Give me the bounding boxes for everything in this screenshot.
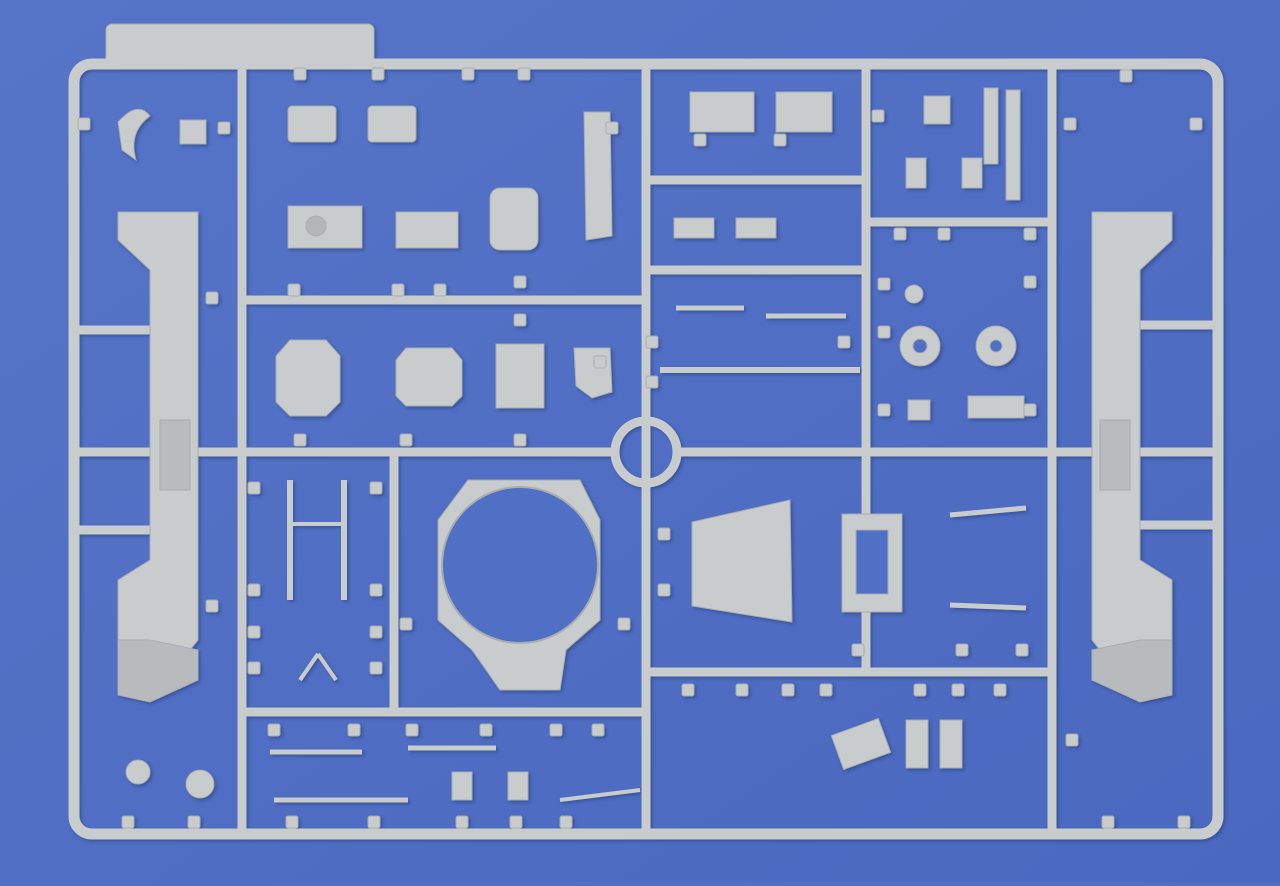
gate-40 — [369, 583, 383, 597]
gate-57 — [121, 815, 135, 829]
gate-54 — [913, 683, 927, 697]
hatch-frame — [841, 513, 903, 613]
gate-67 — [559, 815, 573, 829]
gate-63 — [549, 723, 563, 737]
gate-68 — [367, 815, 381, 829]
gate-66 — [509, 815, 523, 829]
gate-19 — [399, 433, 413, 447]
gate-27 — [877, 403, 891, 417]
gate-53 — [819, 683, 833, 697]
gate-48 — [955, 643, 969, 657]
right-long-part — [1091, 211, 1173, 703]
octagonal-hatch-left — [275, 339, 341, 417]
gate-15 — [433, 283, 447, 297]
vertical-plate — [583, 111, 613, 241]
gate-41 — [369, 625, 383, 639]
gate-65 — [455, 815, 469, 829]
gate-51 — [735, 683, 749, 697]
gate-71 — [1101, 815, 1115, 829]
gate-23 — [645, 375, 659, 389]
small-parts-cluster — [117, 87, 1027, 803]
octagonal-hatch-right — [395, 347, 463, 407]
gate-2 — [293, 67, 307, 81]
gate-55 — [951, 683, 965, 697]
gate-50 — [681, 683, 695, 697]
gate-42 — [369, 661, 383, 675]
gate-38 — [247, 661, 261, 675]
box-left — [689, 91, 755, 133]
gate-4 — [461, 67, 475, 81]
gate-3 — [371, 67, 385, 81]
gate-28 — [1023, 403, 1037, 417]
gate-64 — [591, 723, 605, 737]
gate-72 — [1177, 815, 1191, 829]
gate-17 — [513, 313, 527, 327]
gate-44 — [617, 617, 631, 631]
gate-33 — [205, 291, 219, 305]
gate-16 — [513, 275, 527, 289]
gate-60 — [347, 723, 361, 737]
gate-8 — [773, 133, 787, 147]
gate-34 — [205, 599, 219, 613]
gate-10 — [1063, 117, 1077, 131]
gate-14 — [391, 283, 405, 297]
gate-45 — [657, 527, 671, 541]
gate-43 — [399, 617, 413, 631]
gate-31 — [893, 227, 907, 241]
gate-59 — [267, 723, 281, 737]
gate-0 — [77, 117, 91, 131]
engine-deck-part — [967, 395, 1025, 419]
gate-13 — [287, 283, 301, 297]
gate-46 — [657, 583, 671, 597]
gate-61 — [405, 723, 419, 737]
turret-ring-plate — [437, 479, 601, 691]
gate-36 — [247, 583, 261, 597]
small-panel — [495, 343, 545, 409]
gate-7 — [693, 133, 707, 147]
gate-21 — [593, 355, 607, 369]
gate-24 — [837, 335, 851, 349]
gate-1 — [217, 121, 231, 135]
gate-25 — [877, 277, 891, 291]
attachment-gates — [77, 67, 1203, 829]
runner-ring — [610, 416, 682, 488]
cylinder-part — [489, 187, 539, 251]
gate-11 — [1119, 69, 1133, 83]
gate-26 — [877, 325, 891, 339]
gate-39 — [369, 481, 383, 495]
gate-5 — [517, 67, 531, 81]
gate-22 — [645, 335, 659, 349]
gate-6 — [605, 121, 619, 135]
gate-58 — [187, 815, 201, 829]
left-long-part — [117, 211, 199, 703]
gate-32 — [937, 227, 951, 241]
block-part — [395, 211, 459, 249]
gate-18 — [293, 433, 307, 447]
gate-20 — [513, 433, 527, 447]
gate-49 — [1015, 643, 1029, 657]
gate-56 — [993, 683, 1007, 697]
gate-62 — [479, 723, 493, 737]
gate-52 — [781, 683, 795, 697]
gate-47 — [851, 643, 865, 657]
gate-9 — [871, 109, 885, 123]
gate-12 — [1189, 117, 1203, 131]
gun-mount-hole — [305, 215, 327, 237]
gate-29 — [1023, 275, 1037, 289]
box-right — [775, 91, 833, 133]
gate-70 — [1065, 733, 1079, 747]
gate-30 — [1023, 227, 1037, 241]
gate-35 — [247, 481, 261, 495]
gate-69 — [285, 815, 299, 829]
armor-plate — [691, 499, 793, 623]
gate-37 — [247, 625, 261, 639]
